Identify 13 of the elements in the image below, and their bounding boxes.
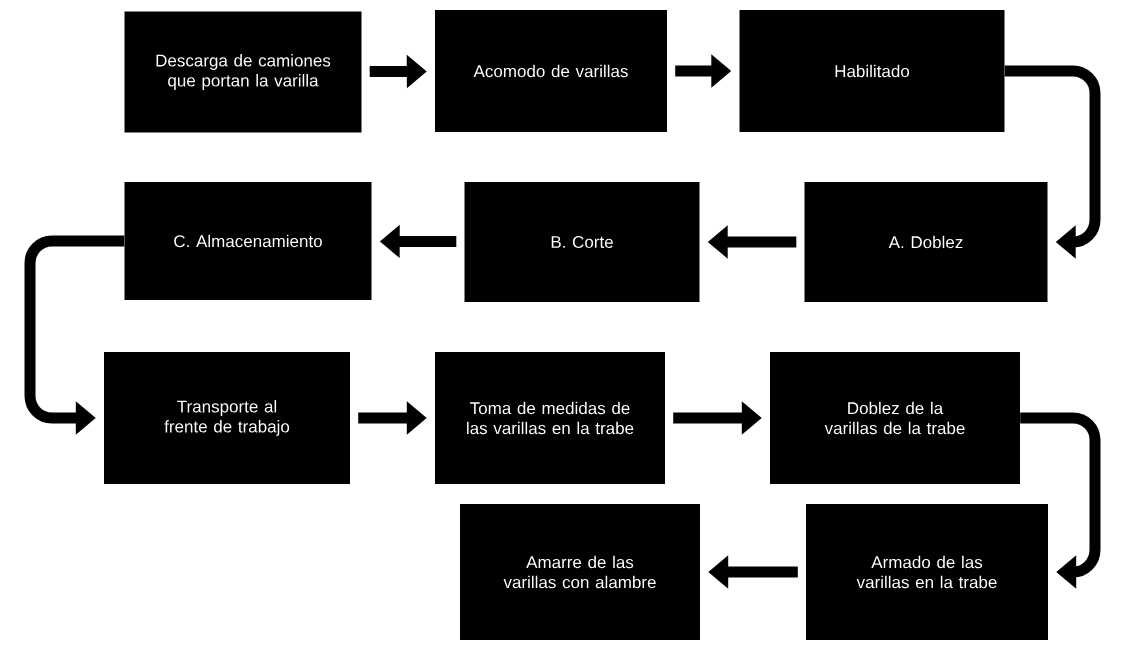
process-box: A. Doblez bbox=[804, 182, 1048, 302]
process-box: Armado de las varillas en la trabe bbox=[806, 504, 1048, 640]
process-box: Amarre de las varillas con alambre bbox=[460, 504, 700, 640]
process-box: Descarga de camiones que portan la varilla bbox=[124, 11, 362, 133]
arrow bbox=[1020, 412, 1101, 589]
process-box: Doblez de la varillas de la trabe bbox=[770, 352, 1020, 484]
process-box: Acomodo de varillas bbox=[435, 10, 667, 132]
process-box: Transporte al frente de trabajo bbox=[104, 352, 350, 484]
process-box: Toma de medidas de las varillas en la trabe bbox=[435, 352, 665, 484]
arrow bbox=[1004, 65, 1101, 259]
process-box: C. Almacenamiento bbox=[124, 182, 372, 300]
process-box: Habilitado bbox=[739, 10, 1005, 132]
process-box: B. Corte bbox=[464, 182, 700, 302]
